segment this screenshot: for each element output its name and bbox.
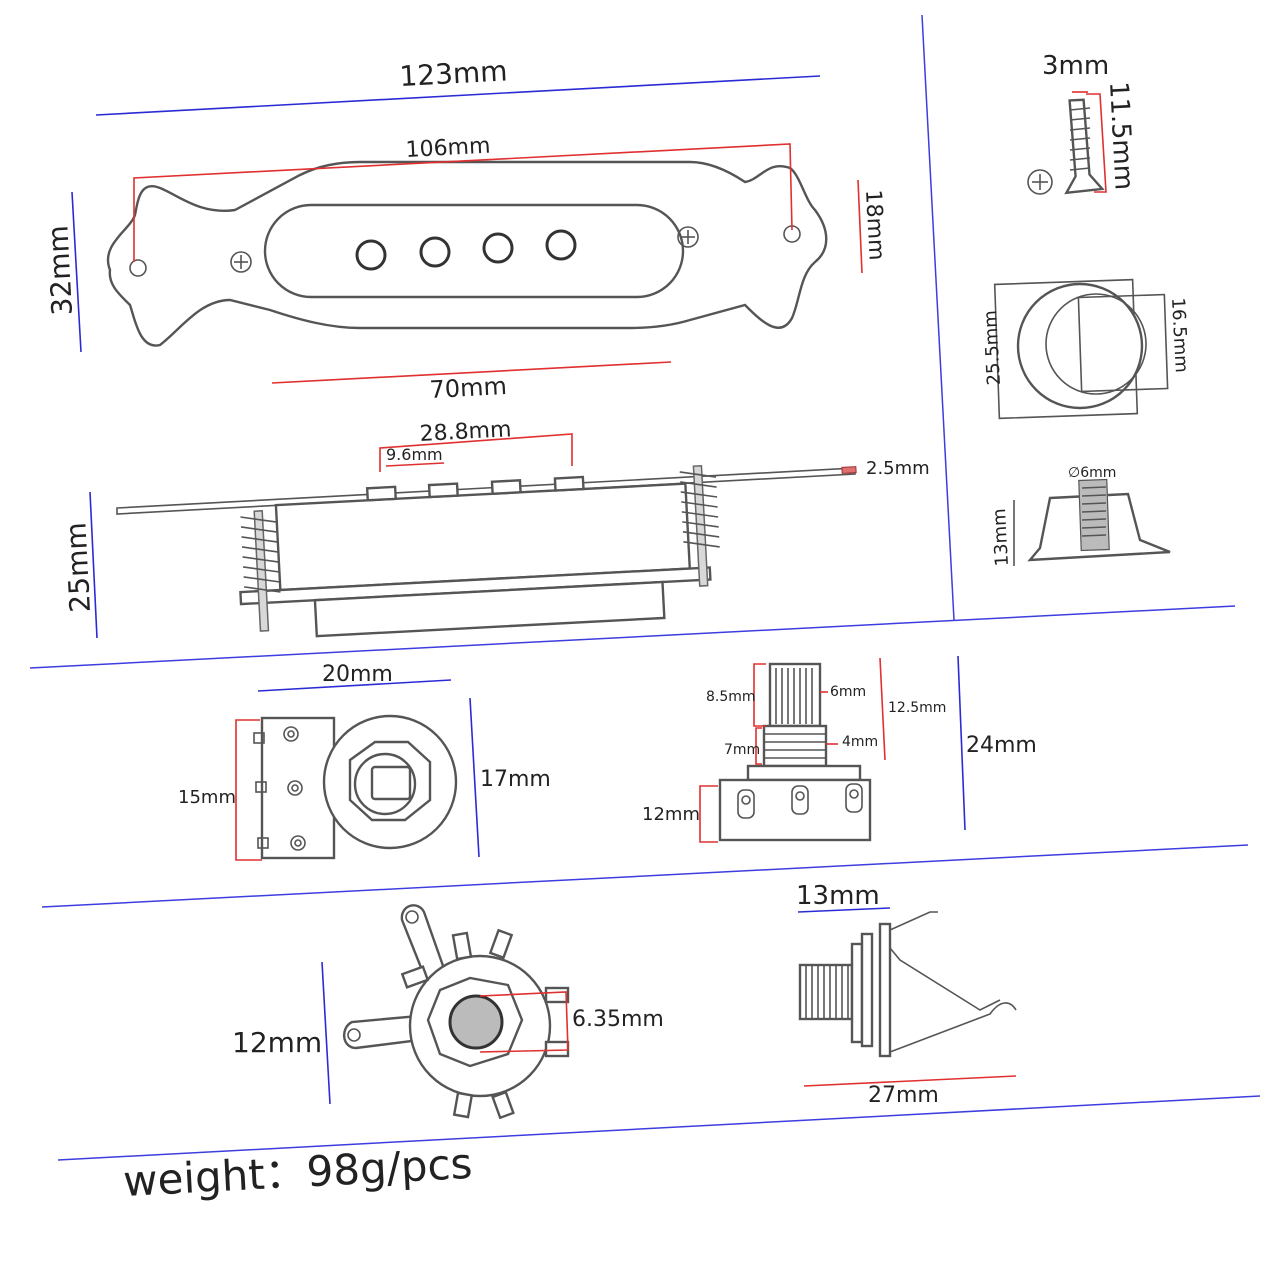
label-pot-shaft-diameter: 6mm <box>830 684 866 700</box>
pot-detail: 8.5mm 6mm 12.5mm 7mm 4mm 12mm 24mm <box>642 655 1037 843</box>
dim-line-side-height <box>89 491 98 639</box>
knob-side-view: ∅6mm 13mm <box>989 465 1171 567</box>
mounting-wire <box>116 467 856 515</box>
label-switch-depth: 17mm <box>480 767 551 792</box>
pot-collar <box>746 764 862 782</box>
pole-top-2 <box>427 482 459 499</box>
pole-piece-1 <box>355 239 387 271</box>
label-jack-thread: 13mm <box>796 881 880 911</box>
pickup-top-view: 123mm 106mm 32mm 18mm 70mm <box>41 54 888 404</box>
label-pot-total-height: 24mm <box>966 733 1037 758</box>
label-pole-width: 9.6mm <box>386 445 443 464</box>
dim-line-switch-width <box>257 679 452 692</box>
pole-piece-2 <box>419 236 451 268</box>
dim-line-hole-spacing <box>133 143 793 262</box>
wire-tip <box>841 466 857 474</box>
screw-head-icon <box>1027 169 1053 195</box>
dim-line-cover-width <box>857 179 863 274</box>
dim-line-screw-length <box>1086 93 1107 193</box>
jack-tab-left <box>343 1014 422 1050</box>
jack-front-detail: 6.35mm 12mm <box>232 904 664 1120</box>
pole-top-1 <box>365 485 398 502</box>
jack-thread <box>798 963 854 1021</box>
screw-head-right-icon <box>677 226 699 248</box>
label-side-height: 25mm <box>59 522 97 614</box>
label-cover-width: 18mm <box>860 189 889 261</box>
label-jack-height: 12mm <box>232 1026 322 1059</box>
pot-bushing <box>762 724 828 768</box>
label-jack-total: 27mm <box>868 1083 939 1108</box>
label-pole-span: 28.8mm <box>419 417 512 447</box>
dim-line-pole-span <box>379 433 573 472</box>
label-overall-length: 123mm <box>399 54 509 93</box>
label-pot-bushing-length: 7mm <box>724 742 760 758</box>
label-switch-lugs: 15mm <box>178 787 236 808</box>
dim-line-overall-width <box>71 191 82 353</box>
label-knob-shaft: ∅6mm <box>1068 465 1116 481</box>
dim-line-pole-width <box>385 462 445 467</box>
label-pot-bushing-gap: 4mm <box>842 734 878 750</box>
pole-top-3 <box>490 479 522 496</box>
pole-piece-4 <box>545 229 577 261</box>
label-pot-shaft-total: 12.5mm <box>888 700 946 716</box>
mount-hole-left <box>129 259 147 277</box>
dim-line-jack-height <box>321 961 331 1105</box>
dim-line-cover-length <box>271 361 672 384</box>
dim-line-pot-total <box>957 655 966 831</box>
spring-right-icon <box>679 464 720 587</box>
pole-piece-3 <box>482 232 514 264</box>
jack-side-detail: 13mm 27mm <box>796 881 1017 1108</box>
jack-spring-contact <box>889 911 1017 1053</box>
label-knob-outer: 25.5mm <box>980 310 1005 386</box>
label-pot-body-height: 12mm <box>642 804 700 825</box>
label-screw-length: 11.5mm <box>1103 81 1139 191</box>
label-hole-spacing: 106mm <box>405 134 491 163</box>
knob-inner <box>1045 293 1147 395</box>
section-separators <box>29 14 1261 1161</box>
dim-line-switch-lugs <box>235 719 262 861</box>
pickup-side-view: 28.8mm 9.6mm 2.5mm 25mm <box>59 417 930 639</box>
label-screw-head: 3mm <box>1042 51 1109 81</box>
label-knob-height: 13mm <box>989 508 1013 567</box>
screw-body <box>1064 98 1105 195</box>
weight-label: weight：98g/pcs <box>122 1139 474 1206</box>
knob-top-view: 25.5mm 16.5mm <box>980 278 1192 420</box>
switch-detail: 20mm 15mm 17mm <box>178 662 551 861</box>
pickup-cover <box>263 203 685 299</box>
label-wire-diameter: 2.5mm <box>866 458 930 479</box>
pickup-magnet-block <box>313 580 666 638</box>
label-overall-width: 32mm <box>41 225 79 317</box>
label-knob-inner: 16.5mm <box>1167 297 1192 373</box>
dim-line-jack-total <box>803 1075 1017 1087</box>
dim-line-overall-length <box>95 75 821 116</box>
label-pot-shaft-length: 8.5mm <box>706 689 756 705</box>
pole-top-4 <box>553 475 585 492</box>
label-jack-bore: 6.35mm <box>572 1007 664 1032</box>
spring-left-icon <box>240 510 281 632</box>
dim-line-switch-depth <box>469 697 480 858</box>
jack-bore <box>448 994 504 1050</box>
knob-shaft-hole <box>1078 478 1110 552</box>
screw-head-left-icon <box>230 251 252 273</box>
dim-line-jack-thread <box>797 907 891 913</box>
screw-detail: 3mm 11.5mm <box>1027 51 1139 195</box>
label-cover-length: 70mm <box>429 372 508 404</box>
label-switch-width: 20mm <box>322 662 393 687</box>
